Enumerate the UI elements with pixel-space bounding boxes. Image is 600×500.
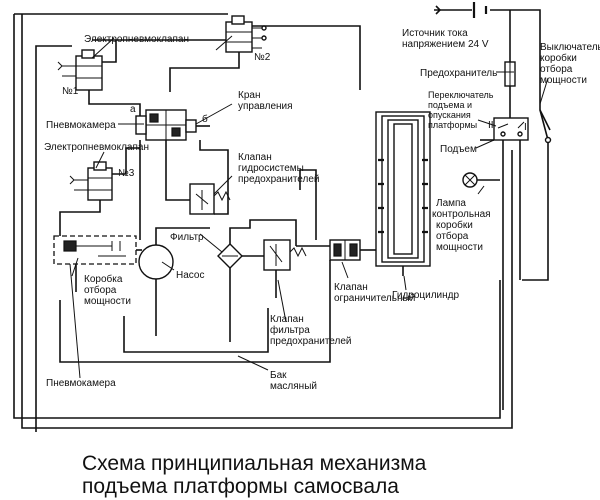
label-n3: №3 <box>118 168 135 179</box>
label-pneumatic-chamber-bottom: Пневмокамера <box>46 378 116 389</box>
label-pto-3: мощности <box>84 296 131 307</box>
label-electropneumatic-valve-mid: Электропневмоклапан <box>44 142 149 153</box>
label-oil-tank-2: масляный <box>270 381 317 392</box>
label-limiting-valve-1: Клапан <box>334 282 368 293</box>
label-n1: №1 <box>62 86 79 97</box>
label-filter: Фильтр <box>170 232 204 243</box>
hydraulic-system-safety-valve <box>165 140 231 215</box>
label-control-valve-1: Кран <box>238 90 260 101</box>
label-control-valve-2: управления <box>238 101 293 112</box>
label-lamp-5: мощности <box>436 242 483 253</box>
label-filter-valve-2: фильтра <box>270 324 310 336</box>
control-valve <box>135 109 210 240</box>
caption-line-1: Схема принципиальная механизма <box>82 452 427 475</box>
leader-lines <box>69 35 549 379</box>
label-port-a: а <box>130 104 136 115</box>
label-lift-switch-2: подъема и <box>428 100 472 110</box>
label-lift: Подъем <box>440 144 477 155</box>
label-pto-switch-2: коробки <box>540 52 577 64</box>
label-lamp-2: контрольная <box>432 209 491 220</box>
label-port-b: б <box>202 113 208 125</box>
label-hydro-safety-valve-3: предохранителей <box>238 174 320 185</box>
power-take-off-box <box>53 235 142 292</box>
label-lift-switch-4: платформы <box>428 120 477 130</box>
pump <box>138 227 210 336</box>
label-lift-switch-1: Переключатель <box>428 90 494 100</box>
label-n2: №2 <box>254 52 271 63</box>
main-wiring <box>13 9 549 432</box>
electropneumatic-valve-3 <box>59 147 140 236</box>
label-hydraulic-cylinder: Гидроцилиндр <box>392 290 459 301</box>
caption-line-2: подъема платформы самосвала <box>82 475 399 498</box>
label-electropneumatic-valve-top: Электропневмоклапан <box>84 34 189 45</box>
labels: Электропневмоклапан №1 №2 а б Кран управ… <box>44 28 600 392</box>
label-hydro-safety-valve-1: Клапан <box>238 152 272 163</box>
label-pto-switch-3: отбора <box>540 63 573 75</box>
label-oil-tank-1: Бак <box>270 370 287 381</box>
control-lamp <box>462 172 500 195</box>
fuse <box>504 61 516 87</box>
label-filter-valve-3: предохранителей <box>270 336 352 347</box>
label-pto-2: отбора <box>84 284 117 296</box>
electropneumatic-valve-1 <box>57 40 141 118</box>
limiting-valve <box>296 169 376 261</box>
label-filter-valve-1: Клапан <box>270 314 304 325</box>
label-hydro-safety-valve-2: гидросистемы <box>238 163 304 174</box>
lift-lower-switch <box>480 117 529 410</box>
label-power-source-2: напряжением 24 V <box>402 39 489 50</box>
label-lamp-3: коробки <box>436 219 473 231</box>
label-lift-switch-3: опускания <box>428 110 471 120</box>
label-lamp-1: Лампа <box>436 198 466 209</box>
pto-switch <box>522 109 552 281</box>
filter-safety-valve <box>242 239 307 298</box>
hydraulic-cylinder <box>375 111 431 276</box>
label-pump: Насос <box>176 270 204 281</box>
label-lamp-4: отбора <box>436 230 469 242</box>
label-power-source-1: Источник тока <box>402 28 468 39</box>
label-fuse: Предохранитель <box>420 68 497 79</box>
caption: Схема принципиальная механизма подъема п… <box>82 452 427 498</box>
label-pneumatic-chamber-top: Пневмокамера <box>46 120 116 131</box>
oil-tank-lines <box>59 260 331 363</box>
label-pto-1: Коробка <box>84 273 123 285</box>
battery-symbol <box>434 2 488 18</box>
filter <box>217 219 297 342</box>
label-limiting-valve-2: ограничительный <box>334 293 415 304</box>
label-switch-position-i: I <box>524 122 527 133</box>
label-pto-switch-1: Выключатель <box>540 42 600 53</box>
label-pto-switch-4: мощности <box>540 75 587 86</box>
label-switch-position-ii: II <box>488 120 494 131</box>
electropneumatic-valve-2 <box>169 15 267 92</box>
